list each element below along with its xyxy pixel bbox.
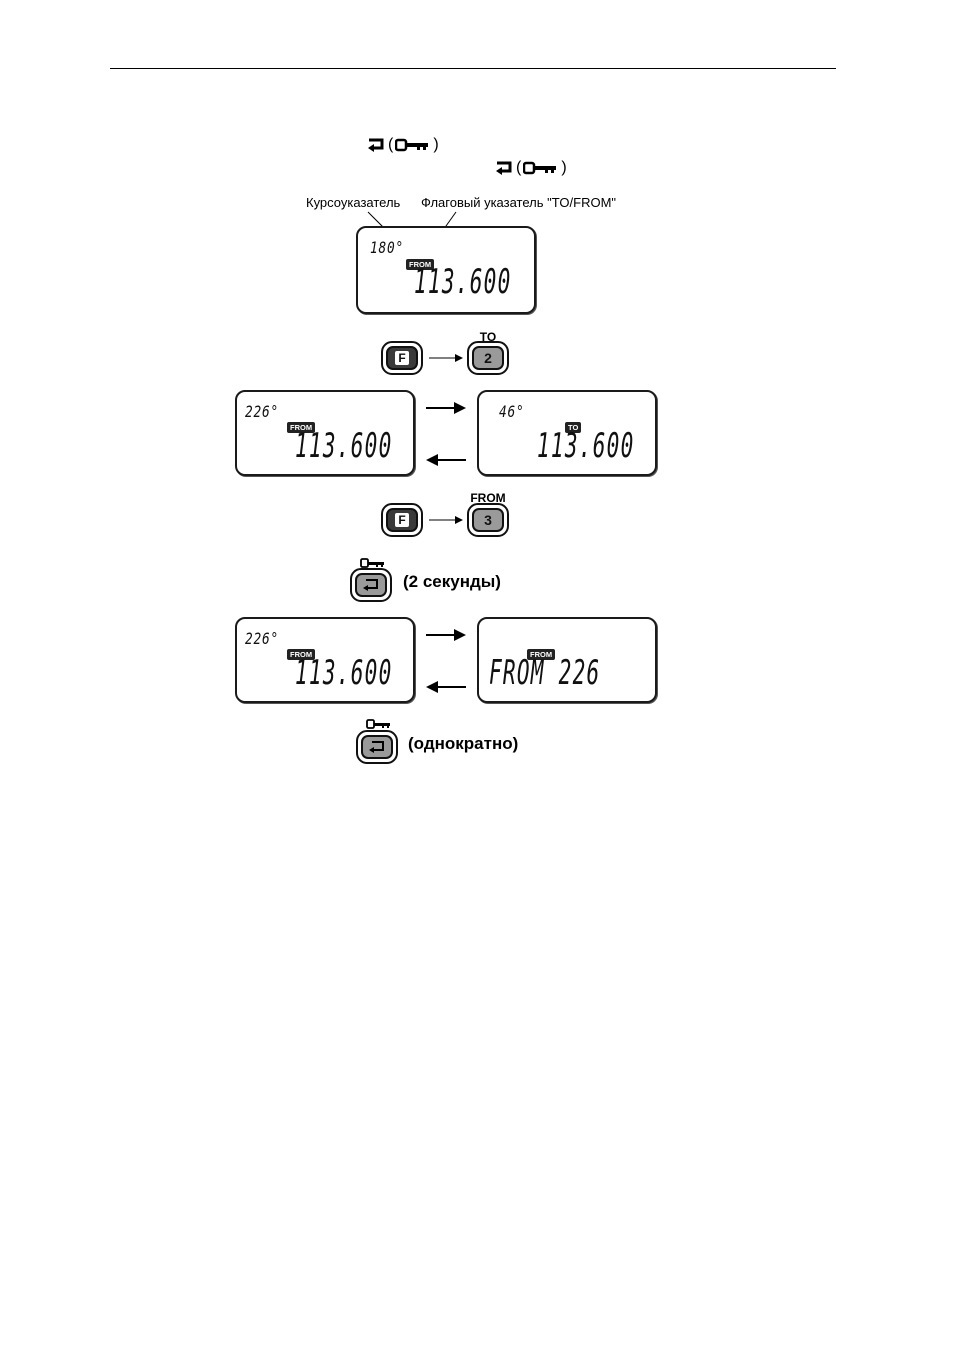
back-arrow-icon [424, 679, 468, 695]
frequency-readout: 113.600 [537, 426, 635, 466]
lcd-display-frequency: 226° FROM 113.600 [235, 617, 415, 703]
forward-arrow-icon [424, 627, 468, 643]
key-icon [395, 138, 431, 152]
return-key-button[interactable] [356, 730, 398, 764]
key-icon [360, 558, 386, 568]
return-arrow-icon [494, 159, 514, 177]
bearing-readout: 46° [499, 402, 525, 421]
key-icon [523, 161, 559, 175]
press-once-text: (однократно) [408, 734, 518, 754]
frequency-readout: 113.600 [414, 262, 512, 302]
key-2-button[interactable]: 2 [467, 341, 509, 375]
return-arrow-icon [366, 136, 386, 154]
frequency-readout: 113.600 [295, 653, 393, 693]
right-arrow-icon [429, 352, 463, 364]
right-arrow-icon [429, 514, 463, 526]
frequency-readout: 113.600 [295, 426, 393, 466]
return-arrow-icon [367, 740, 387, 754]
from-bearing-readout: FROM 226 [489, 653, 600, 693]
key-3-button[interactable]: 3 [467, 503, 509, 537]
hold-duration-text: (2 секунды) [403, 572, 501, 592]
lcd-display-from: 226° FROM 113.600 [235, 390, 415, 476]
back-arrow-icon [424, 452, 468, 468]
forward-arrow-icon [424, 400, 468, 416]
bearing-readout: 226° [245, 629, 279, 648]
bearing-readout: 226° [245, 402, 279, 421]
lcd-display-main: 180° FROM 113.600 [356, 226, 536, 314]
return-key-button[interactable] [350, 568, 392, 602]
header-rule [110, 68, 836, 69]
lcd-display-bearing: FROM FROM 226 [477, 617, 657, 703]
f-key-button[interactable]: F [381, 341, 423, 375]
lcd-display-to: 46° TO 113.600 [477, 390, 657, 476]
intro-line-1: ( ) [366, 134, 439, 156]
key-icon [366, 719, 392, 729]
intro-line-2: ( ) [494, 157, 567, 179]
return-arrow-icon [361, 578, 381, 592]
f-key-button[interactable]: F [381, 503, 423, 537]
bearing-readout: 180° [370, 238, 404, 257]
